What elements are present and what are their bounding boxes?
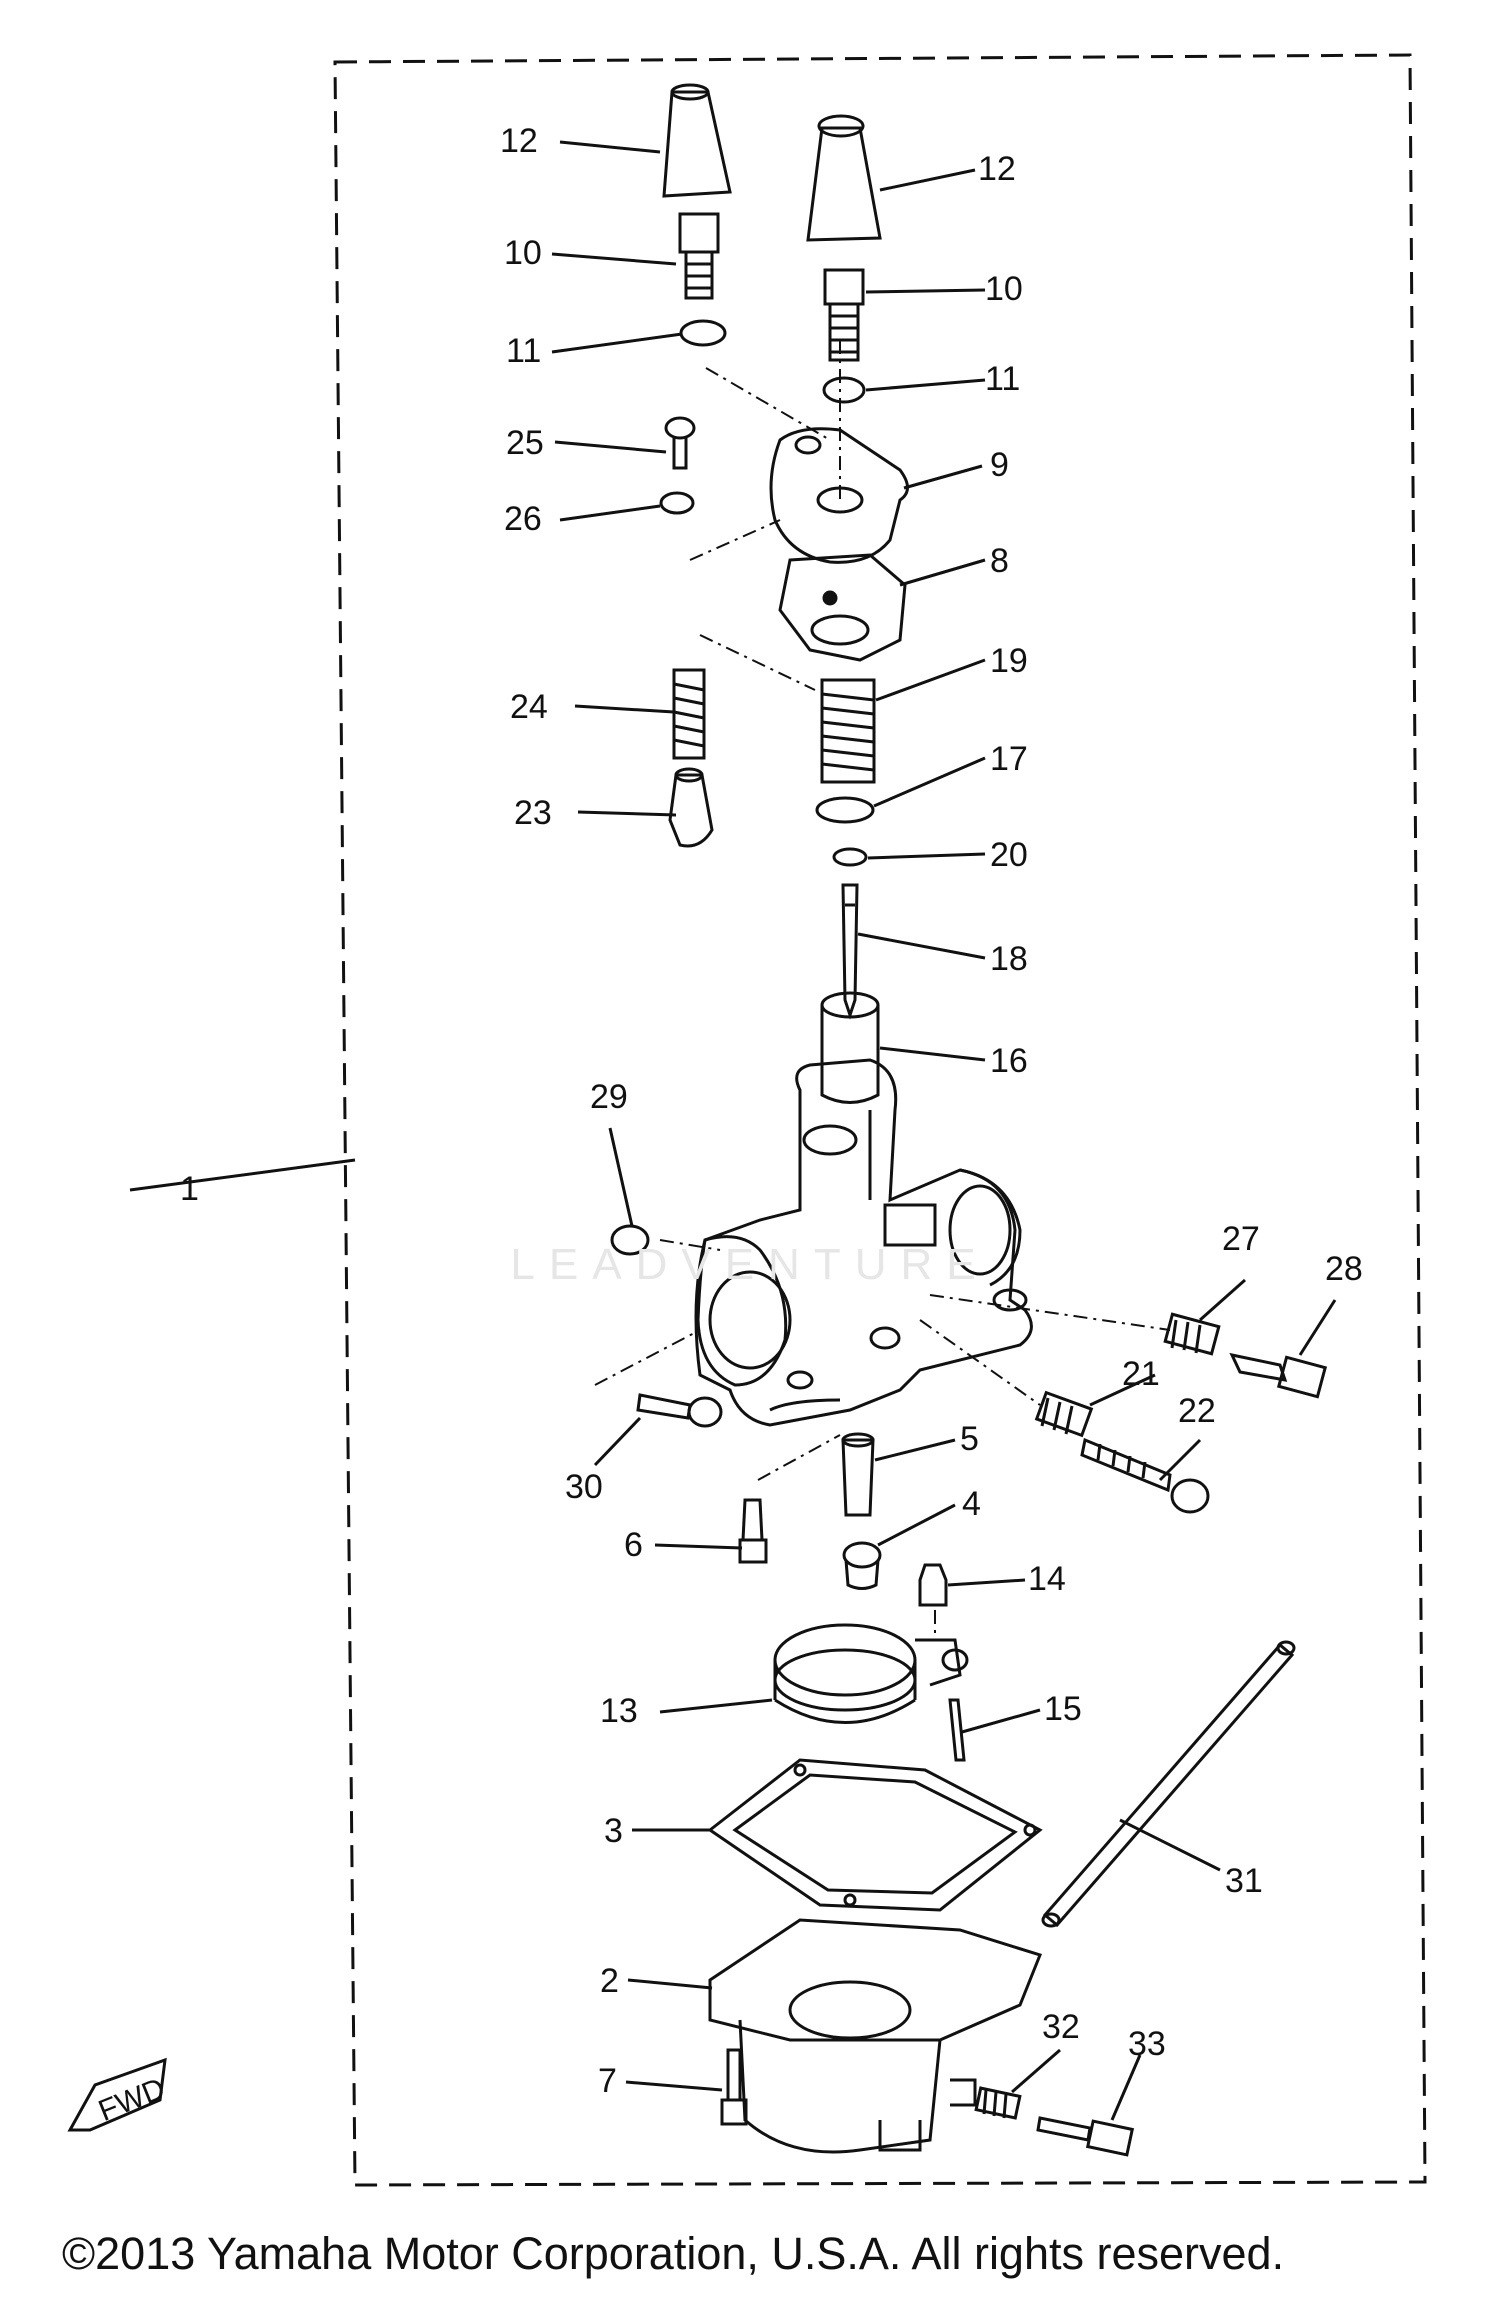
part-26-washer (659, 491, 695, 515)
callout-12-left: 12 (500, 122, 538, 160)
part-5-needle-jet (841, 1432, 875, 1517)
callout-32: 32 (1042, 2008, 1080, 2046)
fwd-arrow-icon (67, 2057, 167, 2132)
callout-27: 27 (1222, 1220, 1260, 1258)
part-21-spring (1034, 1390, 1094, 1438)
part-11-nut-left (679, 319, 727, 347)
part-18-needle (841, 883, 859, 1020)
callout-21: 21 (1122, 1355, 1160, 1393)
part-11-nut-right (822, 376, 866, 404)
callout-28: 28 (1325, 1250, 1363, 1288)
callout-13: 13 (600, 1692, 638, 1730)
part-13-float (773, 1623, 969, 1724)
part-22-throttle-screw (1080, 1437, 1210, 1514)
part-2-float-bowl (708, 1918, 1042, 2154)
part-19-spring (820, 678, 876, 784)
part-25-screw (664, 416, 696, 470)
part-30-screw (636, 1393, 723, 1428)
callout-29: 29 (590, 1078, 628, 1116)
part-7-screw (720, 2048, 748, 2126)
callout-30: 30 (565, 1468, 603, 1506)
callout-15: 15 (1044, 1690, 1082, 1728)
copyright-notice: ©2013 Yamaha Motor Corporation, U.S.A. A… (62, 2228, 1285, 2279)
part-17-clip (815, 796, 875, 824)
part-14-needle-valve (918, 1563, 948, 1607)
callout-17: 17 (990, 740, 1028, 778)
part-3-gasket (707, 1758, 1043, 1912)
watermark: LEADVENTURE (510, 1240, 990, 1289)
part-27-spring (1163, 1312, 1221, 1356)
part-29-nut (610, 1224, 650, 1256)
part-8-gasket (778, 553, 907, 662)
part-23-plunger (668, 767, 714, 848)
part-10-adjuster-left (678, 212, 720, 300)
callout-25: 25 (506, 424, 544, 462)
callout-24: 24 (510, 688, 548, 726)
callout-6: 6 (624, 1526, 643, 1564)
assembly-boundary (333, 53, 1427, 2187)
callout-20: 20 (990, 836, 1028, 874)
part-12-cap-right (806, 114, 882, 242)
part-24-spring (672, 668, 706, 760)
callout-10-right: 10 (985, 270, 1023, 308)
callout-14: 14 (1028, 1560, 1066, 1598)
part-6-pilot-jet (738, 1498, 768, 1564)
part-20-retainer (832, 847, 868, 867)
callout-2: 2 (600, 1962, 619, 2000)
callout-18: 18 (990, 940, 1028, 978)
callout-1: 1 (180, 1170, 199, 1208)
part-12-cap-left (662, 83, 732, 198)
callout-11-right: 11 (985, 360, 1020, 398)
part-4-main-jet (842, 1541, 882, 1590)
part-15-pin (948, 1698, 966, 1762)
part-31-overflow-tube (1041, 1640, 1296, 1928)
callout-31: 31 (1225, 1862, 1263, 1900)
callout-11-left: 11 (506, 332, 541, 370)
callout-22: 22 (1178, 1392, 1216, 1430)
callout-16: 16 (990, 1042, 1028, 1080)
part-33-air-screw (1036, 2116, 1135, 2157)
callout-3: 3 (604, 1812, 623, 1850)
callout-7: 7 (598, 2062, 617, 2100)
callout-26: 26 (504, 500, 542, 538)
part-32-spring (974, 2086, 1022, 2120)
part-10-adjuster-right (823, 268, 865, 362)
callout-12-right: 12 (978, 150, 1016, 188)
callout-19: 19 (990, 642, 1028, 680)
callout-5: 5 (960, 1420, 979, 1458)
part-16-throttle-valve (820, 991, 880, 1104)
callout-23: 23 (514, 794, 552, 832)
carburetor-body (694, 1058, 1033, 1427)
callout-4: 4 (962, 1485, 981, 1523)
callout-9: 9 (990, 446, 1009, 484)
callout-33: 33 (1128, 2025, 1166, 2063)
callout-10-left: 10 (504, 234, 542, 272)
callout-8: 8 (990, 542, 1009, 580)
part-28-pilot-screw (1229, 1352, 1328, 1399)
